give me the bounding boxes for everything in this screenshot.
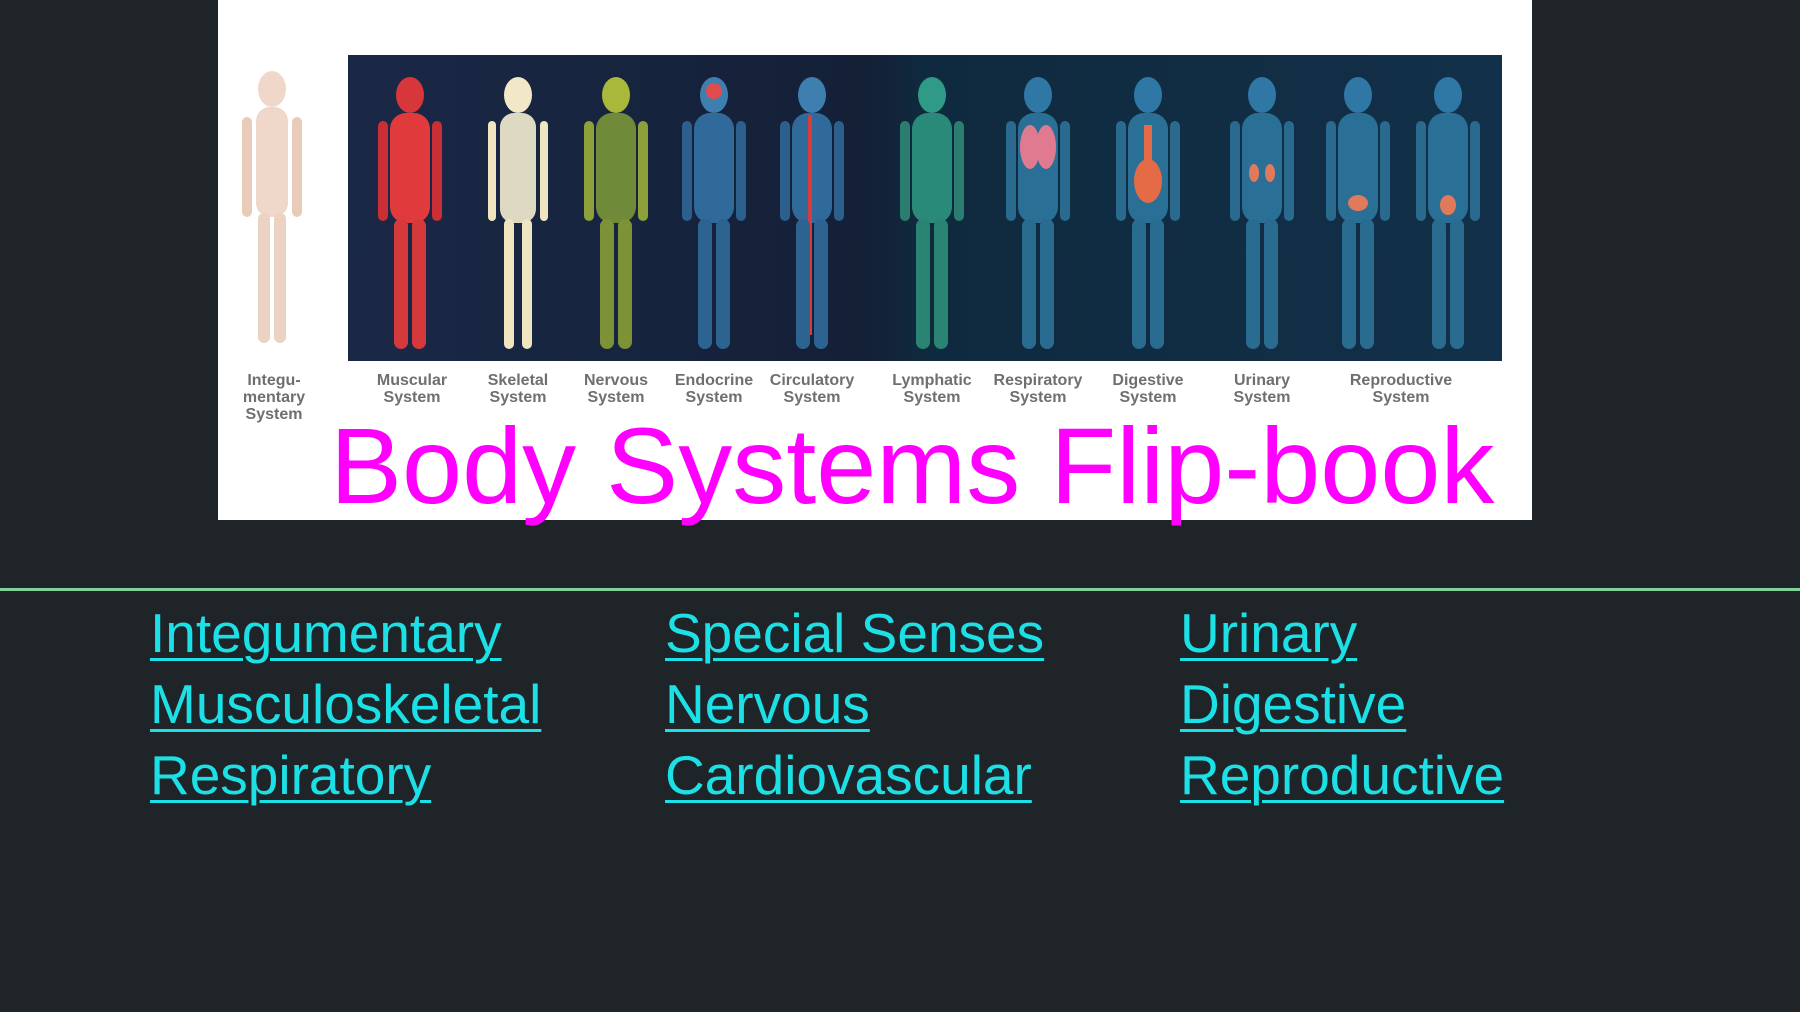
figure-integumentary — [242, 71, 302, 343]
link-cardiovascular[interactable]: Cardiovascular — [665, 744, 1032, 806]
figure-reproductive — [1326, 77, 1480, 349]
links-column-2: Special Senses Nervous Cardiovascular — [665, 598, 1044, 811]
page-title: Body Systems Flip-book — [330, 405, 1495, 526]
link-digestive[interactable]: Digestive — [1180, 673, 1407, 735]
figure-nervous — [584, 77, 648, 349]
figure-urinary — [1230, 77, 1294, 349]
link-respiratory[interactable]: Respiratory — [150, 744, 432, 806]
figure-endocrine — [682, 77, 746, 349]
system-links: Integumentary Musculoskeletal Respirator… — [0, 598, 1800, 818]
link-urinary[interactable]: Urinary — [1180, 602, 1358, 664]
link-special-senses[interactable]: Special Senses — [665, 602, 1045, 664]
systems-panel — [348, 55, 1502, 361]
figure-digestive — [1116, 77, 1180, 349]
figure-muscular — [378, 77, 442, 349]
links-column-1: Integumentary Musculoskeletal Respirator… — [150, 598, 541, 811]
figure-lymphatic — [900, 77, 964, 349]
link-nervous[interactable]: Nervous — [665, 673, 870, 735]
figure-skeletal — [488, 77, 548, 349]
link-reproductive[interactable]: Reproductive — [1180, 744, 1505, 806]
figure-circulatory — [780, 77, 844, 349]
links-column-3: Urinary Digestive Reproductive — [1180, 598, 1504, 811]
link-integumentary[interactable]: Integumentary — [150, 602, 502, 664]
link-musculoskeletal[interactable]: Musculoskeletal — [150, 673, 542, 735]
systems-figures — [378, 77, 1480, 349]
figure-respiratory — [1006, 77, 1070, 349]
divider — [0, 588, 1800, 591]
